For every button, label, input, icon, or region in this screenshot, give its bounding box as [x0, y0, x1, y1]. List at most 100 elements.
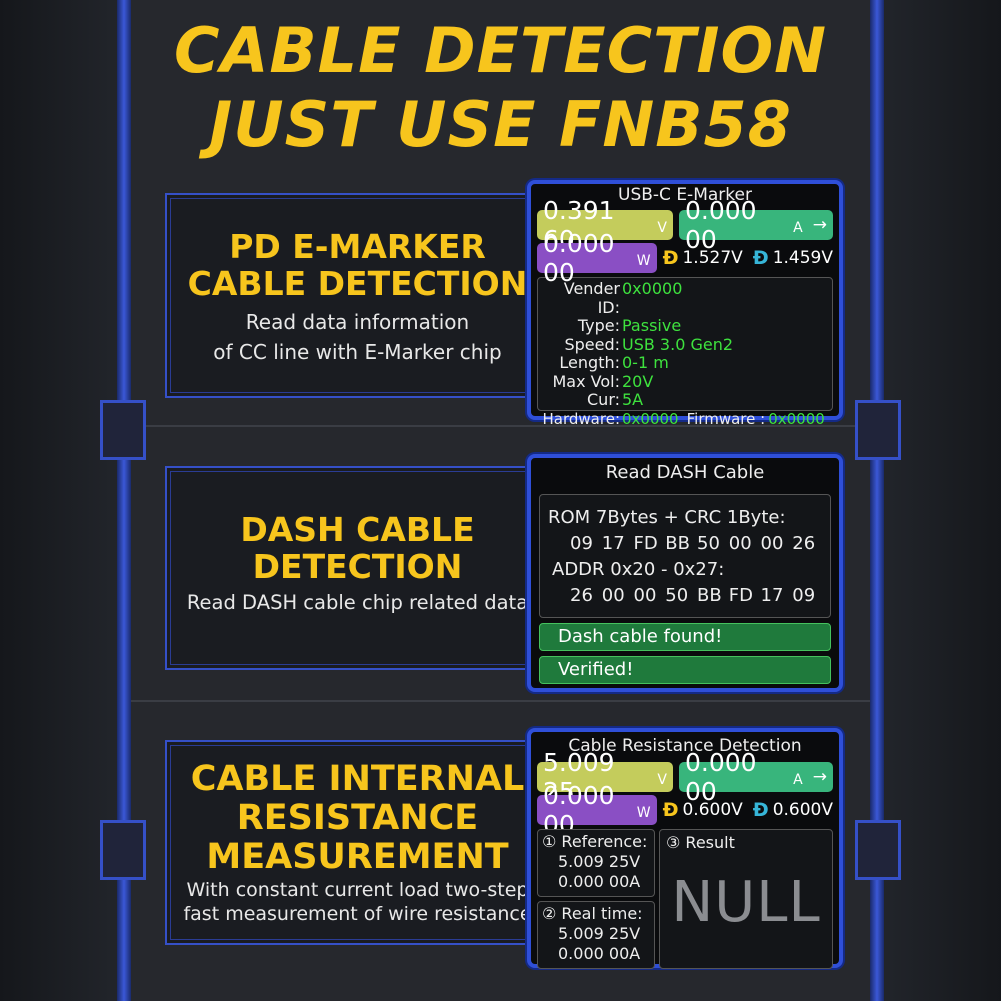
result-cell: ③ Result NULL [659, 829, 833, 969]
hex-byte: BB [697, 585, 722, 606]
feature-panel-resistance: CABLE INTERNAL RESISTANCE MEASUREMENT Wi… [165, 740, 550, 945]
current-unit: A [793, 772, 803, 788]
feature-title: DETECTION [252, 546, 463, 586]
voltage-readout: 5.009 25 V [537, 748, 673, 806]
feature-description: fast measurement of wire resistance [183, 902, 532, 925]
frame-bracket [855, 400, 901, 460]
dminus-voltage: 0.600V [772, 800, 833, 820]
emarker-screen: USB-C E-Marker 0.391 60 V 0.000 00 A → 0… [527, 180, 843, 428]
power-readout: 0.000 00 W [537, 229, 657, 287]
current-readout: 0.000 00 A → [679, 196, 833, 254]
hex-byte: 26 [792, 533, 816, 554]
power-readout: 0.000 00 W [537, 781, 657, 839]
frame-bracket [100, 820, 146, 880]
dplus-icon: Đ [662, 247, 679, 269]
result-value: NULL [671, 870, 821, 935]
divider [131, 700, 870, 702]
arrow-right-icon: → [812, 767, 827, 787]
power-unit: W [636, 253, 651, 269]
hex-byte: 09 [570, 533, 593, 554]
info-row: Vender ID: 0x0000 [538, 279, 832, 317]
realtime-current: 0.000 00A [558, 944, 641, 963]
data-line-voltages: Đ 1.527V Đ 1.459V [663, 247, 833, 269]
dplus-icon: Đ [662, 799, 679, 821]
info-value: 5A [622, 390, 644, 409]
info-value: 0x0000 [622, 279, 683, 298]
screen-title: USB-C E-Marker [618, 185, 752, 205]
info-key: Vender ID: [563, 279, 620, 317]
dash-data-box: ROM 7Bytes + CRC 1Byte: 09 17 FD BB 50 0… [539, 494, 831, 618]
dminus-icon: Đ [752, 247, 769, 269]
info-row: Max Vol: 20V [538, 371, 832, 392]
power-value: 0.000 00 [543, 229, 615, 287]
emarker-info-box: Vender ID: 0x0000 Type: Passive Speed: U… [537, 277, 833, 428]
hex-byte: 09 [792, 585, 816, 606]
hex-byte: 26 [570, 585, 593, 606]
current-value: 0.000 00 [685, 748, 757, 806]
hex-byte: BB [665, 533, 690, 554]
hardware-label: Hardware: [542, 409, 620, 428]
firmware-value: 0x0000 [768, 409, 825, 428]
firmware-label: Firmware : [686, 409, 766, 428]
rom-label: ROM 7Bytes + CRC 1Byte: [548, 507, 786, 528]
feature-title: CABLE DETECTION [187, 263, 528, 303]
headline-line1: CABLE DETECTION [173, 14, 828, 87]
frame-bracket [100, 400, 146, 460]
info-key: Speed: [564, 334, 620, 354]
resistance-grid: ① Reference: 5.009 25V 0.000 00A ② Real … [537, 829, 833, 969]
info-row-hw-fw: Hardware: 0x0000 Firmware : 0x0000 [538, 410, 832, 429]
voltage-readout: 0.391 60 V [537, 196, 673, 254]
rom-bytes: 09 17 FD BB 50 00 00 26 [548, 531, 824, 557]
feature-description: of CC line with E-Marker chip [213, 339, 502, 364]
left-frame-rail [117, 0, 131, 1001]
addr-label: ADDR 0x20 - 0x27: [552, 559, 725, 580]
arrow-right-icon: → [812, 215, 827, 235]
addr-bytes: 26 00 00 50 BB FD 17 09 [548, 583, 824, 609]
info-key: Max Vol: [552, 371, 621, 391]
resistance-screen: Cable Resistance Detection 5.009 25 V 0.… [527, 728, 843, 969]
feature-panel-dash: DASH CABLE DETECTION Read DASH cable chi… [165, 466, 550, 670]
feature-title: CABLE INTERNAL [190, 759, 525, 799]
feature-description: Read DASH cable chip related data [186, 590, 529, 614]
hex-byte: 50 [697, 533, 720, 554]
status-verified: Verified! [539, 656, 831, 684]
dash-screen: Read DASH Cable ROM 7Bytes + CRC 1Byte: … [527, 454, 843, 692]
reference-cell: ① Reference: 5.009 25V 0.000 00A [537, 829, 655, 897]
power-unit: W [636, 805, 651, 821]
info-row: Type: Passive [538, 316, 832, 336]
reference-current: 0.000 00A [558, 872, 641, 891]
info-value: 20V [622, 371, 654, 391]
feature-description: Read data information [245, 309, 470, 334]
dplus-voltage: 0.600V [682, 800, 743, 820]
hex-byte: FD [728, 585, 753, 606]
feature-panel-emarker: PD E-MARKER CABLE DETECTION Read data in… [165, 193, 550, 398]
status-found: Dash cable found! [539, 623, 831, 651]
frame-bracket [855, 820, 901, 880]
voltage-unit: V [657, 220, 667, 236]
feature-description: With constant current load two-step [186, 878, 529, 901]
data-line-voltages: Đ 0.600V Đ 0.600V [663, 799, 833, 821]
current-value: 0.000 00 [685, 196, 757, 254]
info-row: Length: 0-1 m [538, 353, 832, 373]
feature-title: MEASUREMENT [206, 837, 509, 878]
hex-byte: 17 [601, 533, 625, 554]
info-value: Passive [622, 316, 682, 335]
hex-byte: 00 [601, 585, 625, 606]
power-value: 0.000 00 [543, 781, 615, 839]
hex-byte: FD [633, 533, 658, 554]
info-key: Length: [559, 353, 620, 372]
hardware-value: 0x0000 [622, 409, 679, 428]
hex-byte: 50 [665, 585, 689, 606]
reference-voltage: 5.009 25V [558, 852, 641, 871]
info-row: Cur: 5A [538, 390, 832, 410]
info-value: 0-1 m [622, 353, 669, 372]
hex-byte: 00 [728, 533, 752, 554]
current-readout: 0.000 00 A → [679, 748, 833, 806]
screen-title: Read DASH Cable [605, 462, 765, 483]
info-key: Type: [577, 316, 620, 335]
voltage-unit: V [657, 772, 667, 788]
feature-title: DASH CABLE [240, 510, 475, 549]
info-value: USB 3.0 Gen2 [622, 334, 734, 354]
info-row: Speed: USB 3.0 Gen2 [538, 334, 832, 355]
realtime-cell: ② Real time: 5.009 25V 0.000 00A [537, 901, 655, 969]
